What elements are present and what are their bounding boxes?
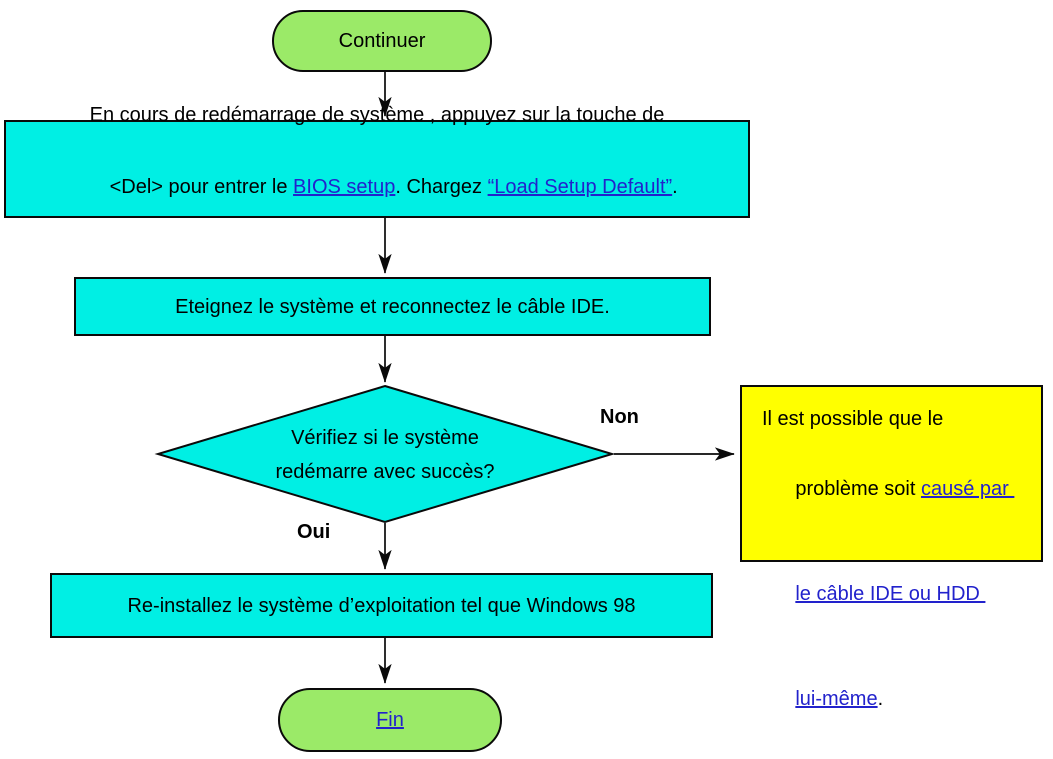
note-line2-pre: problème soit bbox=[795, 478, 921, 500]
step-bios-node: En cours de redémarrage de système , app… bbox=[4, 104, 750, 218]
start-node: Continuer bbox=[272, 10, 492, 72]
decision-line1: Vérifiez si le système bbox=[291, 427, 479, 449]
note-line4-post: . bbox=[877, 688, 884, 710]
note-line2: problème soit causé par bbox=[762, 437, 1014, 542]
step-reinstall-label: Re-installez le système d’exploitation t… bbox=[127, 594, 636, 617]
step-power-node: Eteignez le système et reconnectez le câ… bbox=[74, 277, 711, 336]
fin-link[interactable]: Fin bbox=[376, 709, 404, 731]
ide-hdd-cause-link-line3[interactable]: le câble IDE ou HDD bbox=[795, 583, 986, 605]
branch-no-label: Non bbox=[600, 406, 639, 428]
ide-hdd-cause-link-line4[interactable]: lui-même bbox=[795, 688, 878, 710]
step-bios-line2-mid: . Chargez bbox=[395, 176, 488, 198]
decision-node-text: Vérifiez si le système redémarre avec su… bbox=[225, 421, 545, 489]
decision-diamond bbox=[154, 384, 616, 524]
load-setup-default-link[interactable]: “Load Setup Default” bbox=[487, 176, 673, 198]
start-node-label: Continuer bbox=[338, 30, 426, 52]
step-bios-line1: En cours de redémarrage de système , app… bbox=[89, 104, 665, 126]
bios-setup-link[interactable]: BIOS setup bbox=[293, 176, 396, 198]
decision-line2: redémarre avec succès? bbox=[275, 461, 495, 483]
branch-yes-label: Oui bbox=[297, 521, 331, 543]
note-line1: Il est possible que le bbox=[762, 408, 944, 430]
note-node: Il est possible que le problème soit cau… bbox=[740, 385, 1043, 710]
step-power-label: Eteignez le système et reconnectez le câ… bbox=[175, 295, 610, 318]
note-line4: lui-même. bbox=[762, 647, 883, 752]
step-bios-line2: <Del> pour entrer le BIOS setup. Chargez… bbox=[76, 133, 678, 241]
step-reinstall-node: Re-installez le système d’exploitation t… bbox=[50, 573, 713, 638]
end-node: Fin bbox=[278, 688, 502, 752]
step-bios-line2-pre: <Del> pour entrer le bbox=[109, 176, 294, 198]
ide-hdd-cause-link[interactable]: causé par bbox=[920, 478, 1015, 500]
step-bios-line2-post: . bbox=[672, 176, 678, 198]
note-line3: le câble IDE ou HDD bbox=[762, 542, 985, 647]
